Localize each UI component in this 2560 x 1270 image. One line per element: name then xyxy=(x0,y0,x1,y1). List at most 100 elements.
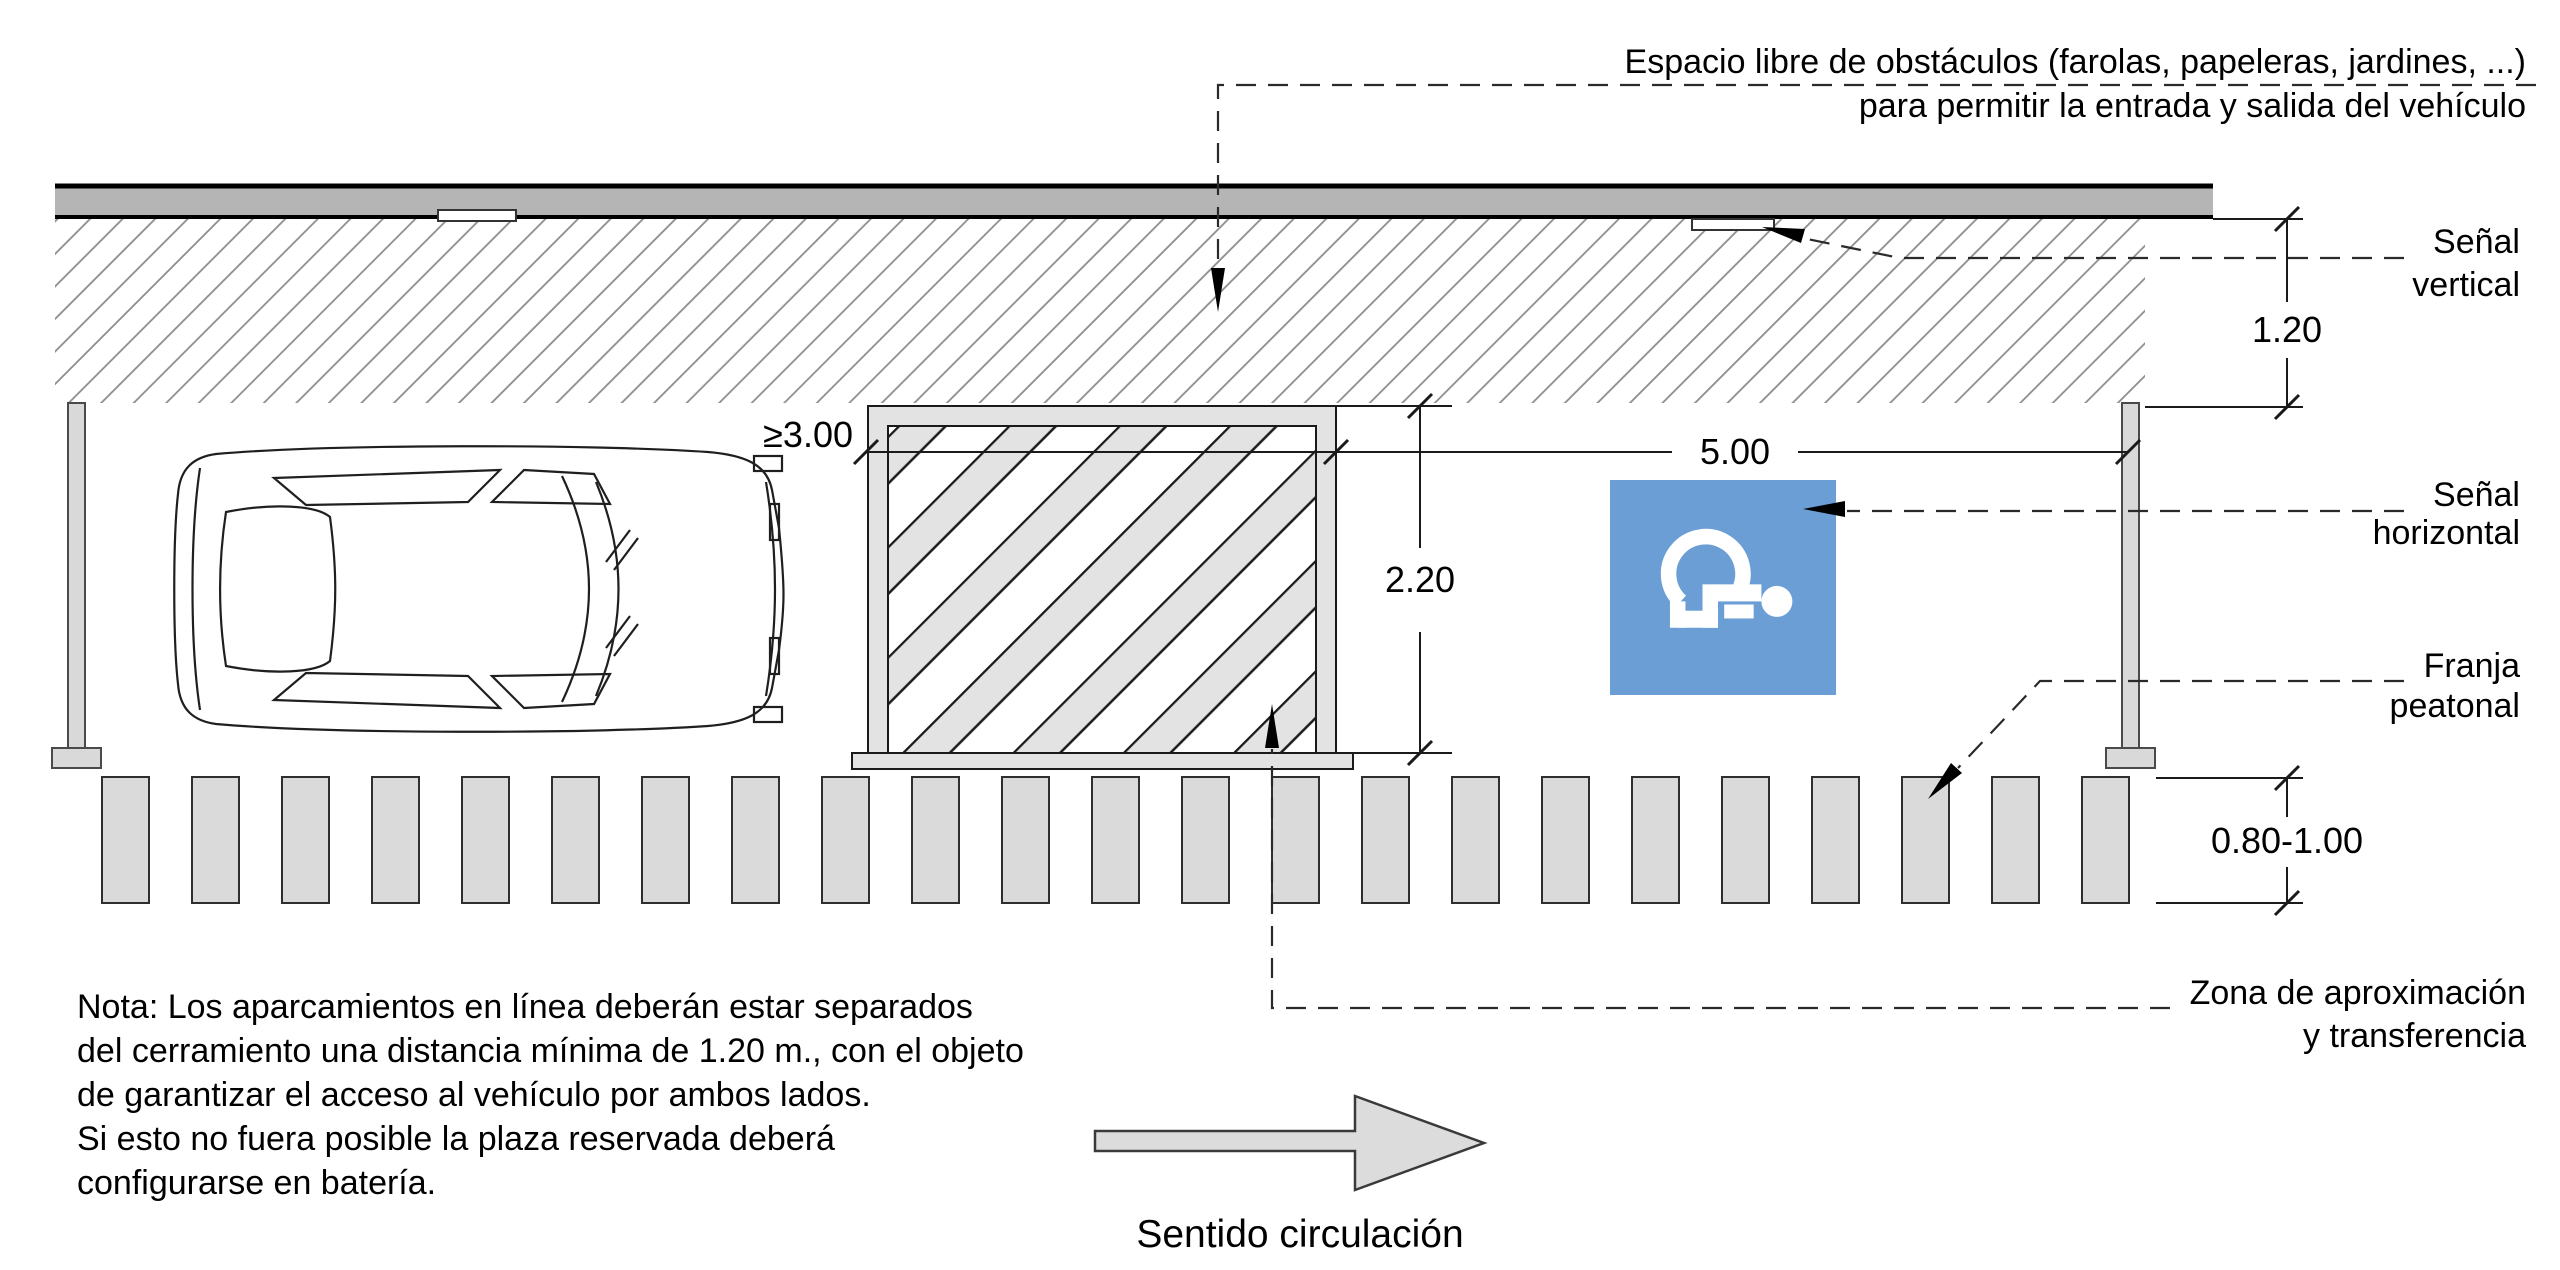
crosswalk-stripe xyxy=(101,776,150,904)
leader-zona-transferencia xyxy=(1265,704,2170,1010)
sidewalk-clearance-value: 1.20 xyxy=(2252,309,2322,350)
crosswalk-stripe xyxy=(371,776,420,904)
post-shaft xyxy=(67,402,86,749)
dim-tick xyxy=(1406,739,1434,767)
note-text: Nota: Los aparcamientos en línea deberán… xyxy=(77,988,1024,1202)
clear-space-annotation-line2: para permitir la entrada y salida del ve… xyxy=(1859,87,2526,125)
label-senal-vertical-line1: Señal xyxy=(2433,223,2520,261)
note-line5: configurarse en batería. xyxy=(77,1164,436,1202)
crosswalk-stripe xyxy=(821,776,870,904)
dimension-line xyxy=(1336,405,1452,754)
car-mirror-right xyxy=(752,705,784,724)
note-line4: Si esto no fuera posible la plaza reserv… xyxy=(77,1120,835,1158)
leader-line xyxy=(1957,679,2404,769)
dim-tick xyxy=(1406,392,1434,420)
crosswalk-stripe xyxy=(1721,776,1770,904)
car-body-outline xyxy=(173,445,785,733)
sign-post-right xyxy=(2105,402,2156,769)
crosswalk-stripe xyxy=(1901,776,1950,904)
label-senal-vertical-line2: vertical xyxy=(2412,266,2520,304)
crosswalk-stripe xyxy=(641,776,690,904)
dimension-space-width: 2.20 xyxy=(1336,392,1455,767)
note-line2: del cerramiento una distancia mínima de … xyxy=(77,1032,1024,1070)
crosswalk-stripe xyxy=(1541,776,1590,904)
crosswalk-stripe xyxy=(461,776,510,904)
clear-space-annotation-line1: Espacio libre de obstáculos (farolas, pa… xyxy=(1625,43,2526,81)
dim-tick xyxy=(852,438,880,466)
wall-fill xyxy=(55,188,2213,216)
down-left-arrow-icon xyxy=(1928,763,1962,799)
dim-tick xyxy=(2273,205,2301,233)
car-right-windows xyxy=(271,671,612,710)
crosswalk-stripe xyxy=(2081,776,2130,904)
label-zona-line1: Zona de aproximación xyxy=(2190,974,2526,1012)
crosswalk-stripe xyxy=(281,776,330,904)
vertical-sign-plate xyxy=(1691,218,1775,231)
direction-label: Sentido circulación xyxy=(1136,1213,1463,1256)
label-franja-peatonal-line2: peatonal xyxy=(2390,687,2520,725)
dimension-length: ≥3.00 5.00 xyxy=(763,414,2142,472)
label-senal-horizontal-line2: horizontal xyxy=(2373,514,2520,552)
car-windshield xyxy=(561,475,620,703)
space-length-value: 5.00 xyxy=(1700,431,1770,472)
leader-line xyxy=(1270,749,2170,1010)
dimension-sidewalk-clearance: 1.20 xyxy=(2145,205,2322,421)
car-left-windows xyxy=(271,468,612,507)
dim-tick xyxy=(1322,438,1350,466)
leader-franja-peatonal xyxy=(1928,679,2404,799)
leader-senal-vertical xyxy=(1762,227,2404,260)
label-zona-line2: y transferencia xyxy=(2303,1017,2526,1055)
note-line3: de garantizar el acceso al vehículo por … xyxy=(77,1076,871,1114)
down-arrow-icon xyxy=(1211,268,1225,312)
crosswalk-stripe xyxy=(551,776,600,904)
leader-line xyxy=(1216,83,2536,270)
note-line1: Nota: Los aparcamientos en línea deberán… xyxy=(77,988,973,1026)
crosswalk-stripe xyxy=(1991,776,2040,904)
up-arrow-icon xyxy=(1265,704,1279,748)
dim-tick xyxy=(2114,438,2142,466)
dimension-crosswalk-width: 0.80-1.00 xyxy=(2156,764,2363,917)
crosswalk-stripe xyxy=(191,776,240,904)
crosswalk-stripe xyxy=(1811,776,1860,904)
car-top-view xyxy=(173,445,785,733)
post-base xyxy=(2105,747,2156,769)
post-base xyxy=(51,747,102,769)
dimension-line xyxy=(2156,777,2303,904)
crosswalk-stripes xyxy=(101,776,2130,904)
crosswalk-stripe xyxy=(1001,776,1050,904)
crosswalk-stripe xyxy=(731,776,780,904)
dimension-line xyxy=(2145,218,2303,408)
boundary-wall xyxy=(55,183,2213,231)
left-arrow-icon xyxy=(1762,227,1805,243)
car-headlight-right xyxy=(768,636,781,676)
label-senal-horizontal-line1: Señal xyxy=(2433,476,2520,514)
crosswalk-stripe xyxy=(1181,776,1230,904)
crosswalk-stripe xyxy=(1271,776,1320,904)
transfer-zone-width-value: ≥3.00 xyxy=(763,414,853,455)
transfer-zone-base-strip xyxy=(851,752,1354,770)
dim-tick xyxy=(2273,889,2301,917)
car-rear-window xyxy=(218,505,337,673)
leader-clear-space xyxy=(1211,83,2536,312)
transfer-zone-stripes xyxy=(888,426,1316,753)
crosswalk-stripe xyxy=(911,776,960,904)
dim-tick xyxy=(2273,764,2301,792)
car-wipers xyxy=(605,529,639,657)
accessible-parking-sign xyxy=(1610,480,1836,695)
car-headlight-left xyxy=(768,502,781,542)
space-width-value: 2.20 xyxy=(1385,559,1455,600)
car-mirror-left xyxy=(752,454,784,473)
crosswalk-width-value: 0.80-1.00 xyxy=(2211,820,2363,861)
right-arrow-icon xyxy=(1093,1094,1488,1192)
label-franja-peatonal-line1: Franja xyxy=(2424,647,2520,685)
wall-opening xyxy=(437,209,517,222)
dim-tick xyxy=(2273,393,2301,421)
car-rear-bumper-line xyxy=(191,467,202,711)
crosswalk-stripe xyxy=(1361,776,1410,904)
sidewalk-hatch xyxy=(55,218,2145,403)
sign-post-left xyxy=(51,402,102,769)
left-arrow-icon xyxy=(1803,501,1845,517)
leader-line xyxy=(1801,236,2404,260)
crosswalk-stripe xyxy=(1631,776,1680,904)
